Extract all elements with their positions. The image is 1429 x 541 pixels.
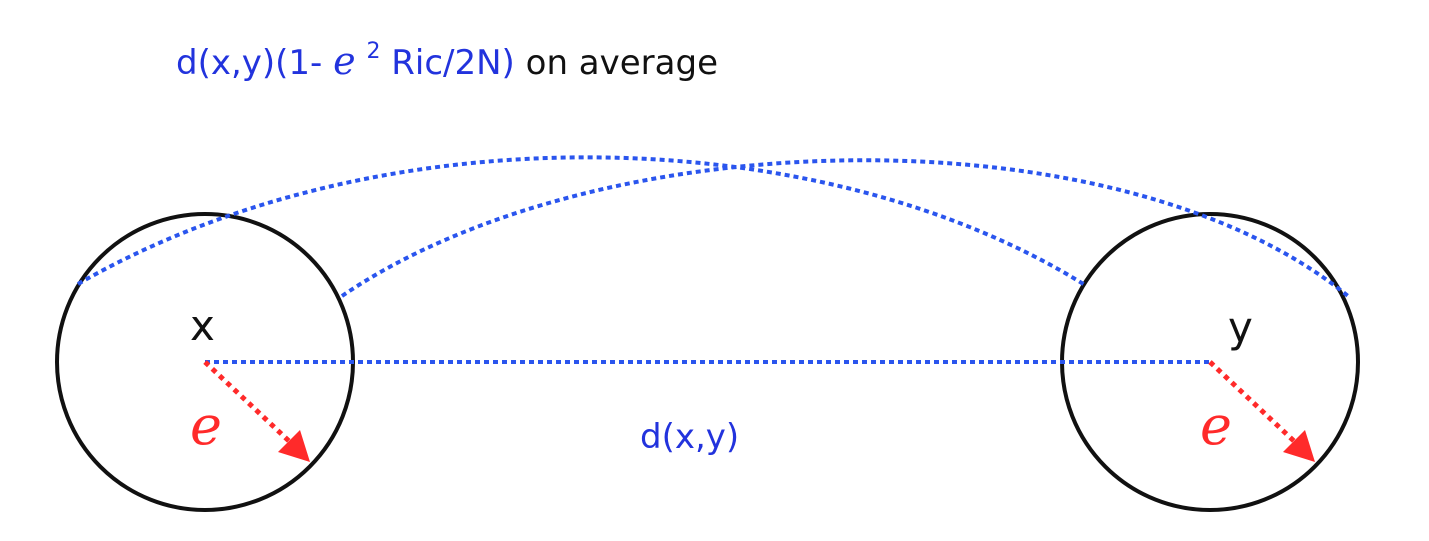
title-epsilon: e <box>333 39 356 83</box>
title-suffix-blue: Ric/2N) <box>391 43 515 83</box>
arrowhead-right <box>1283 430 1315 462</box>
title-suffix-black: on average <box>526 43 718 83</box>
title-prefix: d(x,y)(1- <box>176 43 333 83</box>
diagram-title: d(x,y)(1- e 2 Ric/2N) on average <box>176 27 718 83</box>
geodesic-arc-outer <box>77 155 1087 287</box>
label-epsilon-left: e <box>190 394 222 457</box>
label-distance: d(x,y) <box>640 417 739 457</box>
label-epsilon-right: e <box>1200 394 1232 457</box>
label-y: y <box>1228 303 1253 352</box>
title-exponent: 2 <box>366 39 380 64</box>
label-x: x <box>190 301 215 350</box>
arrowhead-left <box>278 430 310 462</box>
geodesic-arc-inner <box>340 158 1350 298</box>
